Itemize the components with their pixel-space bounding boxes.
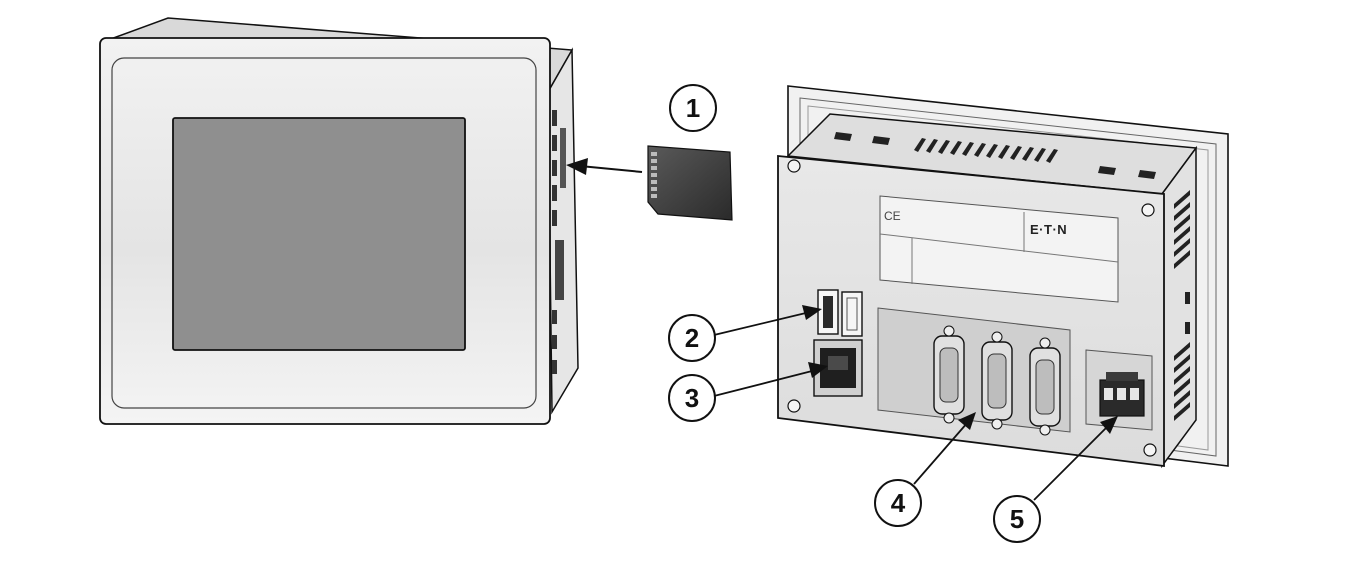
sub-d-connector-2 [981, 331, 1013, 430]
callout-label-5: 5 [1010, 504, 1024, 534]
leader-line-5 [1033, 425, 1109, 501]
arrow-head-icon [566, 158, 588, 175]
sd-insert-arrow [579, 165, 643, 173]
arrow-head-icon [958, 412, 976, 430]
callout-circle-3 [668, 374, 716, 422]
rear-device: CE E·T·N [777, 85, 1229, 469]
sub-d-connectors [933, 325, 1061, 436]
callout-label-2: 2 [685, 323, 699, 353]
callout-label-1: 1 [686, 93, 700, 123]
callout-label-3: 3 [685, 383, 699, 413]
sub-d-connector-3 [1029, 337, 1061, 436]
power-connector [1099, 372, 1145, 417]
sd-card-body [647, 145, 733, 221]
screws [787, 159, 1157, 457]
screw-icon [1141, 203, 1155, 217]
side-vents [552, 110, 566, 374]
sd-card [566, 145, 733, 221]
leader-line-2 [713, 311, 811, 336]
arrow-head-icon [1100, 416, 1118, 434]
callout-circle-1 [669, 84, 717, 132]
interface-module [877, 307, 1071, 433]
sd-card-contacts [651, 152, 657, 198]
front-side-housing [547, 47, 579, 415]
rating-label [879, 195, 1119, 303]
display-screen [172, 117, 466, 351]
screw-icon [1143, 443, 1157, 457]
arrow-head-icon [808, 362, 828, 378]
callout-label-4: 4 [891, 488, 906, 518]
callouts: 1 2 3 4 5 [668, 84, 1118, 543]
usb-ports [817, 289, 863, 337]
screw-icon [787, 159, 801, 173]
arrow-head-icon [802, 305, 822, 320]
screw-icon [787, 399, 801, 413]
sub-d-connector-1 [933, 325, 965, 424]
leader-line-3 [713, 369, 817, 397]
rear-side-vents [1174, 190, 1190, 421]
bezel-inner [111, 57, 537, 409]
rear-top-vents [834, 132, 1156, 179]
ethernet-port [813, 339, 863, 397]
callout-circle-4 [874, 479, 922, 527]
leader-line-4 [913, 421, 969, 485]
callout-circle-5 [993, 495, 1041, 543]
callout-circle-2 [668, 314, 716, 362]
front-device [99, 17, 579, 425]
brand-logo: E·T·N [1030, 222, 1067, 237]
rear-side-housing [1161, 145, 1197, 469]
ce-mark: CE [884, 209, 901, 223]
